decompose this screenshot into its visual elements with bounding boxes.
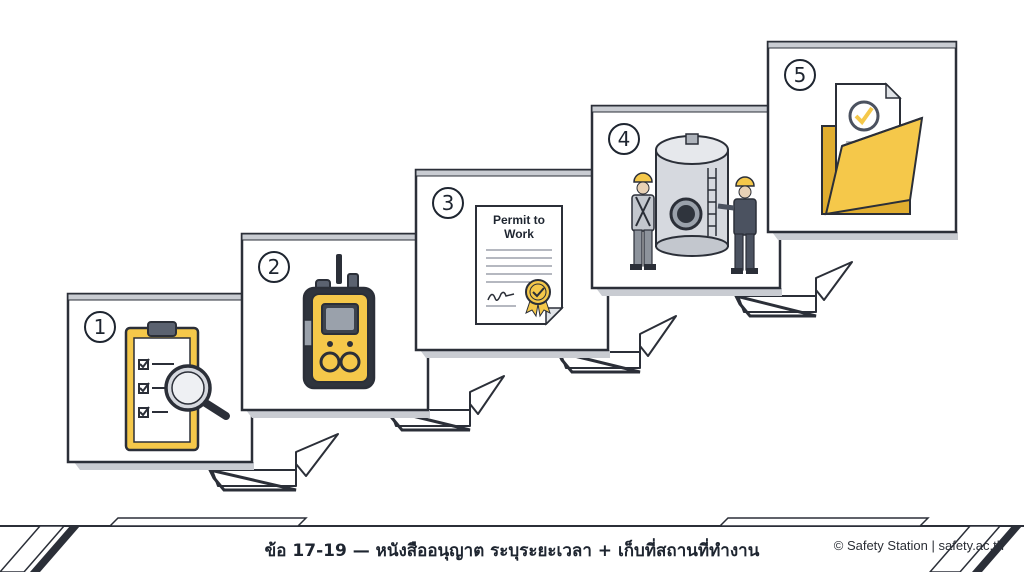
- caption: ข้อ 17-19 — หนังสืออนุญาต ระบุระยะเวลา +…: [264, 541, 760, 561]
- permit-document-icon: Permit to Work: [475, 205, 564, 326]
- workers-tank-icon: [630, 133, 758, 274]
- gas-detector-icon: [302, 254, 376, 390]
- step-panel-3: 3 Permit to Work: [414, 168, 610, 358]
- permit-title-line1: Permit to: [493, 213, 545, 227]
- clipboard-magnifier-icon: [124, 321, 230, 452]
- step-number-badge: [84, 311, 116, 343]
- credit: © Safety Station | safety.ac.th: [833, 538, 1004, 553]
- step-number: 2: [268, 255, 281, 279]
- step-number-badge: [258, 251, 290, 283]
- step-number: 3: [442, 191, 455, 215]
- step-number-badge: [432, 187, 464, 219]
- step-number-badge: [608, 123, 640, 155]
- floor-bar: [0, 517, 1024, 572]
- arrow-1-to-2: [207, 433, 339, 492]
- step-panel-5: 5: [766, 40, 958, 240]
- arrow-4-to-5: [733, 261, 853, 318]
- step-panel-2: 2: [240, 232, 430, 418]
- step-panel-1: 1: [66, 292, 254, 470]
- step-number: 4: [618, 127, 631, 151]
- step-number: 5: [794, 63, 807, 87]
- step-number: 1: [94, 315, 107, 339]
- permit-title-line2: Work: [504, 227, 534, 241]
- step-number-badge: [784, 59, 816, 91]
- folder-checked-document-icon: [821, 82, 924, 216]
- step-panel-4: 4: [590, 104, 782, 296]
